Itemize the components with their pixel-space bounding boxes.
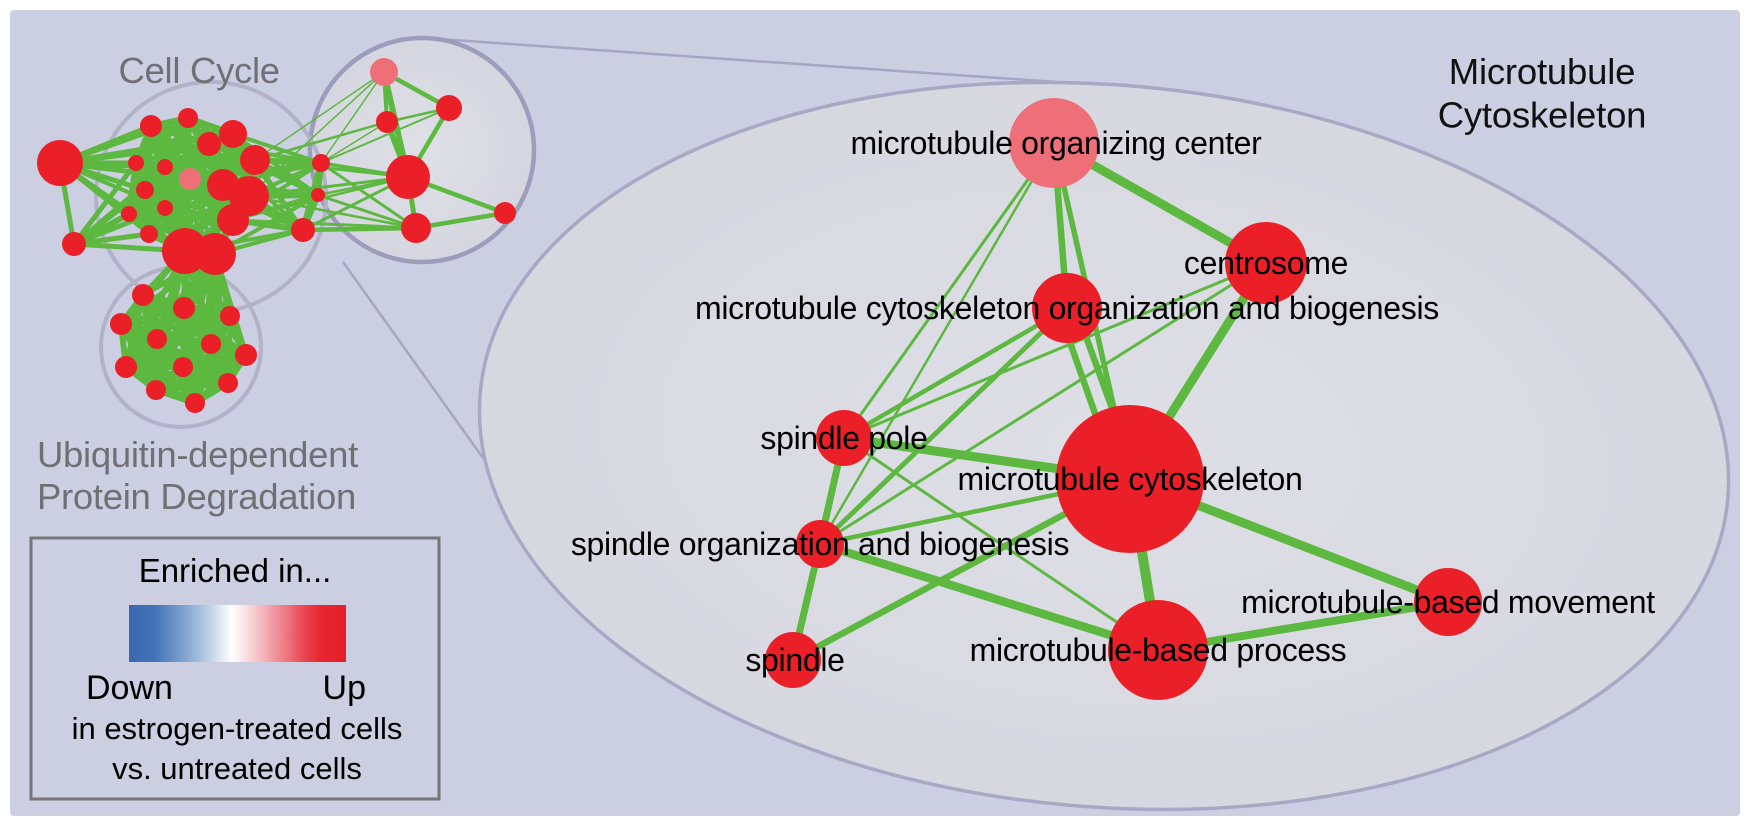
svg-text:Microtubule: Microtubule bbox=[1449, 51, 1635, 92]
svg-text:spindle organization and bioge: spindle organization and biogenesis bbox=[571, 526, 1069, 562]
svg-text:microtubule organizing center: microtubule organizing center bbox=[850, 125, 1262, 161]
svg-text:microtubule cytoskeleton: microtubule cytoskeleton bbox=[958, 461, 1303, 497]
svg-text:centrosome: centrosome bbox=[1184, 245, 1348, 281]
svg-text:vs. untreated cells: vs. untreated cells bbox=[112, 751, 362, 786]
svg-text:microtubule-based movement: microtubule-based movement bbox=[1241, 584, 1655, 620]
svg-text:Cell Cycle: Cell Cycle bbox=[119, 50, 280, 91]
svg-text:Enriched in...: Enriched in... bbox=[139, 552, 332, 589]
svg-text:in estrogen-treated cells: in estrogen-treated cells bbox=[72, 711, 403, 746]
svg-text:microtubule cytoskeleton organ: microtubule cytoskeleton organization an… bbox=[695, 290, 1439, 326]
svg-text:spindle: spindle bbox=[745, 642, 844, 678]
svg-text:Ubiquitin-dependent: Ubiquitin-dependent bbox=[37, 434, 358, 475]
svg-text:spindle pole: spindle pole bbox=[760, 420, 927, 456]
svg-text:Protein Degradation: Protein Degradation bbox=[37, 476, 356, 517]
svg-text:Down: Down bbox=[86, 669, 173, 707]
svg-text:Cytoskeleton: Cytoskeleton bbox=[1438, 95, 1647, 136]
svg-text:microtubule-based process: microtubule-based process bbox=[970, 632, 1347, 668]
svg-text:Up: Up bbox=[323, 669, 366, 707]
